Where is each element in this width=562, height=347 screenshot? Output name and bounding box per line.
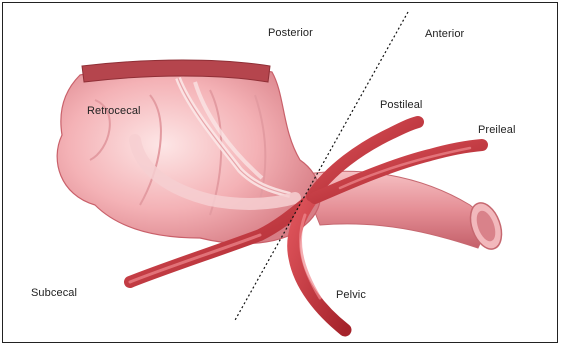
label-anterior: Anterior bbox=[425, 28, 464, 40]
label-preileal: Preileal bbox=[478, 124, 516, 136]
label-pelvic: Pelvic bbox=[336, 289, 366, 301]
label-retrocecal: Retrocecal bbox=[87, 105, 141, 117]
label-postileal: Postileal bbox=[380, 99, 422, 111]
label-subcecal: Subcecal bbox=[31, 287, 77, 299]
ileum bbox=[300, 171, 507, 253]
label-posterior: Posterior bbox=[268, 27, 313, 39]
